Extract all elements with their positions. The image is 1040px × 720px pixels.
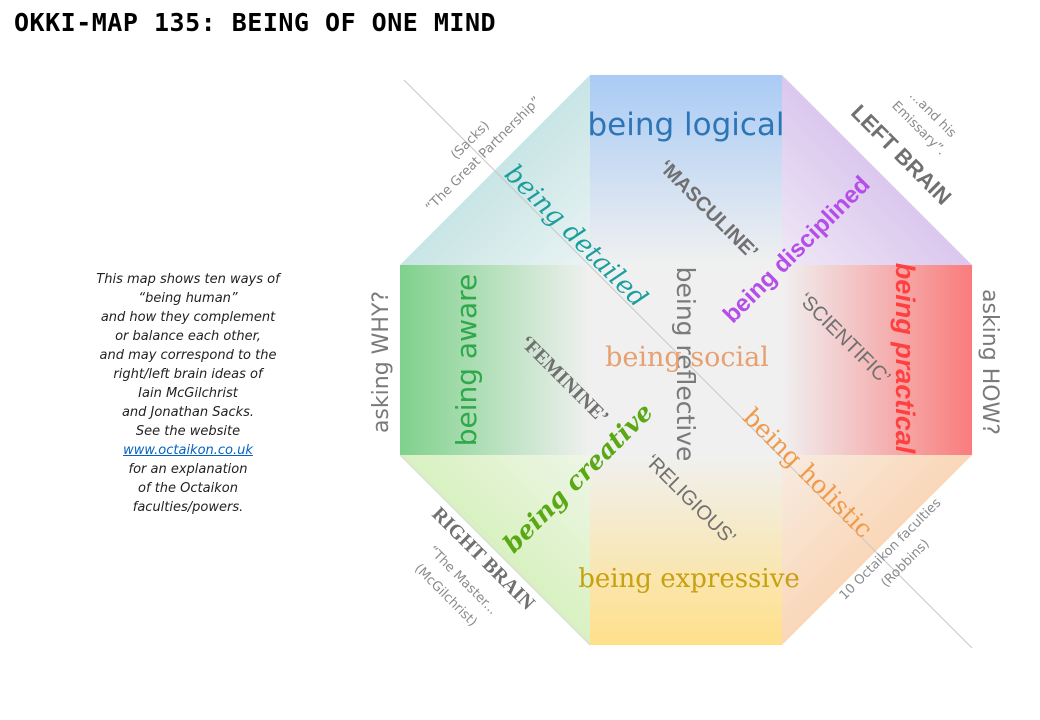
description-line: Iain McGilchrist: [138, 386, 238, 401]
description-line: See the website: [135, 424, 241, 439]
description-line: right/left brain ideas of: [113, 367, 263, 382]
side-asking-why: asking WHY?: [369, 291, 394, 433]
label-being-expressive: being expressive: [578, 564, 800, 594]
label-being-practical: being practical: [890, 263, 920, 454]
segment-bottom: [590, 455, 782, 645]
description-line: faculties/powers.: [132, 500, 244, 515]
segment-bottom-right: [782, 455, 972, 645]
page-title: OKKI-MAP 135: BEING OF ONE MIND: [14, 8, 497, 37]
description-line: for an explanation: [128, 462, 248, 477]
description-line: This map shows ten ways of: [96, 272, 280, 287]
description-line: and Jonathan Sacks.: [121, 405, 255, 420]
center-square: [590, 265, 782, 455]
segment-right: [782, 265, 972, 455]
side-asking-how: asking HOW?: [977, 289, 1002, 435]
description-line: or balance each other,: [115, 329, 261, 344]
segment-top: [590, 75, 782, 265]
segment-top-left: [400, 75, 590, 265]
description-line: “being human”: [138, 291, 238, 306]
website-link[interactable]: www.octaikon.co.uk: [123, 443, 253, 458]
description-line: and may correspond to the: [99, 348, 277, 363]
description-line: and how they complement: [100, 310, 276, 325]
description-line: of the Octaikon: [138, 481, 238, 496]
diagonal-line: [403, 79, 973, 649]
segment-left: [400, 265, 590, 455]
label-being-aware: being aware: [450, 274, 483, 447]
diagonal-line: [399, 454, 591, 646]
label-being-social: being social: [605, 342, 769, 373]
label-being-logical: being logical: [587, 107, 784, 143]
segment-top-right: [782, 75, 972, 265]
description: This map shows ten ways of “being human”…: [78, 270, 298, 517]
label-being-reflective: being reflective: [671, 267, 700, 462]
